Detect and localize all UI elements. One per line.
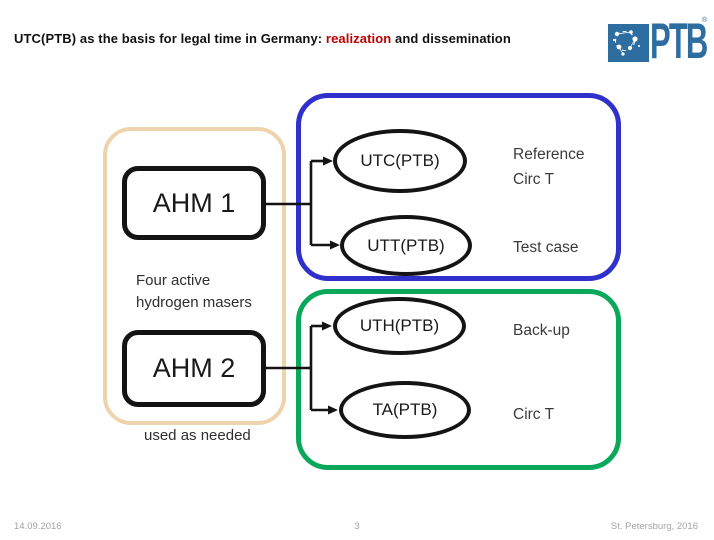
node-uth-ptb: UTH(PTB) <box>333 297 466 355</box>
footer-page-number: 3 <box>354 521 360 532</box>
masers-footnote: used as needed <box>144 427 251 444</box>
registered-mark: ® <box>702 17 708 24</box>
title-highlight: realization <box>325 31 392 46</box>
ahm2-node: AHM 2 <box>122 330 266 407</box>
node-utc-ptb: UTC(PTB) <box>333 129 467 193</box>
node-ta-ptb: TA(PTB) <box>339 381 471 439</box>
role-test-case: Test case <box>513 239 579 256</box>
footer-date: 14.09.2016 <box>14 521 62 532</box>
footer-location: St. Petersburg, 2016 <box>610 521 698 532</box>
role-backup: Back-up <box>513 322 570 339</box>
ptb-emblem-icon <box>608 24 649 62</box>
role-reference-line1: Reference <box>513 146 585 163</box>
title-text-2: and dissemination <box>391 31 511 46</box>
role-reference-line2: Circ T <box>513 171 555 188</box>
masers-group-frame <box>103 127 286 425</box>
role-circ-t: Circ T <box>513 406 555 423</box>
role-reference-circ-t: Reference Circ T <box>513 142 585 192</box>
node-utt-ptb: UTT(PTB) <box>340 215 472 276</box>
masers-caption: Four active hydrogen masers <box>136 270 252 314</box>
title-text-1: UTC(PTB) as the basis for legal time in … <box>14 31 326 46</box>
realization-group-frame <box>296 93 621 281</box>
ptb-logo-text: PTB <box>650 13 708 69</box>
masers-caption-line2: hydrogen masers <box>136 294 252 311</box>
slide-title: UTC(PTB) as the basis for legal time in … <box>14 31 511 46</box>
backup-group-frame <box>296 289 621 470</box>
masers-caption-line1: Four active <box>136 272 211 289</box>
ahm1-node: AHM 1 <box>122 166 266 240</box>
